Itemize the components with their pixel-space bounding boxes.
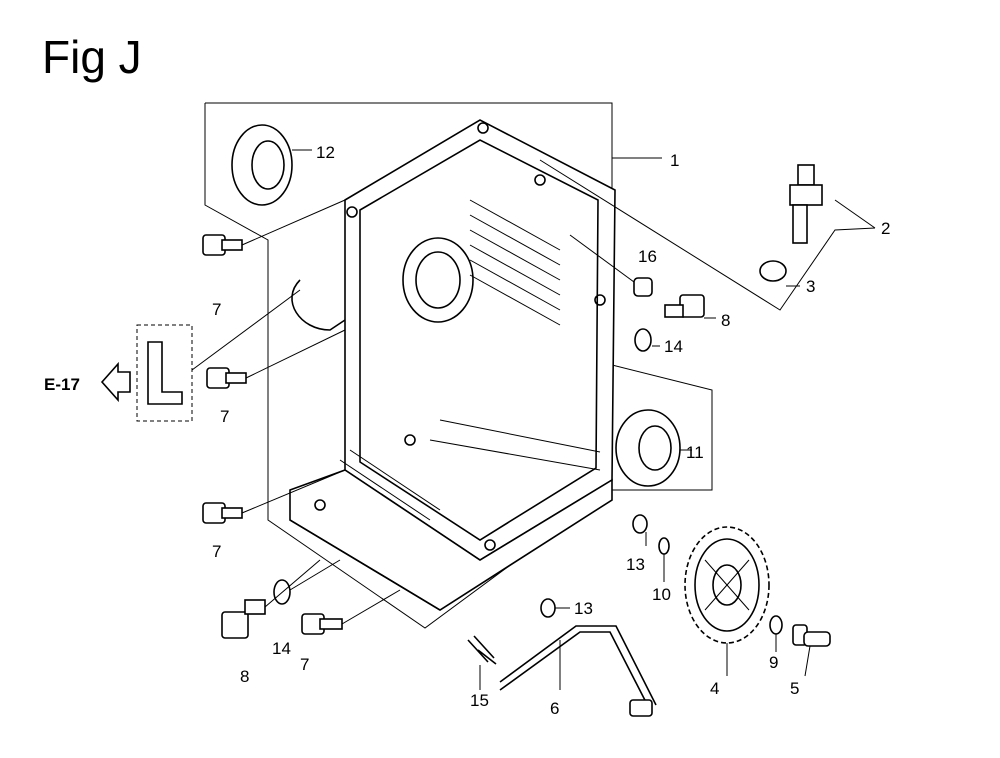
callout-5: 5 <box>790 679 799 698</box>
bolt-7-d <box>301 613 343 635</box>
washer-9 <box>769 615 783 635</box>
e17-reference-part <box>136 324 193 422</box>
callout-7-a: 7 <box>212 300 221 319</box>
callout-15: 15 <box>470 691 489 710</box>
figure-title: Fig J <box>42 31 142 83</box>
clip-15 <box>467 635 497 665</box>
callout-6: 6 <box>550 699 559 718</box>
e17-arrow-icon <box>100 361 131 403</box>
callout-labels: 1 2 3 4 5 6 7 7 7 7 8 8 9 10 11 12 13 13… <box>44 143 890 718</box>
governor-arm-6 <box>499 625 657 717</box>
callout-14-lower: 14 <box>272 639 291 658</box>
callout-2: 2 <box>881 219 890 238</box>
e17-reference-label: E-17 <box>44 375 80 394</box>
callout-13-upper: 13 <box>626 555 645 574</box>
oil-seal-12 <box>231 124 293 206</box>
part-2 <box>789 164 823 244</box>
callout-3: 3 <box>806 277 815 296</box>
bolt-7-a <box>202 234 243 256</box>
callout-4: 4 <box>710 679 719 698</box>
pin-5 <box>792 624 831 647</box>
callout-13-lower: 13 <box>574 599 593 618</box>
callout-7-c: 7 <box>212 542 221 561</box>
callout-1: 1 <box>670 151 679 170</box>
dowel-pin-16 <box>633 277 653 297</box>
bearing-11 <box>615 409 681 487</box>
leader-lines <box>191 149 876 690</box>
callout-12: 12 <box>316 143 335 162</box>
callout-7-d: 7 <box>300 655 309 674</box>
bolt-7-c <box>202 502 243 524</box>
bolt-7-b <box>206 367 247 389</box>
washer-13-lower <box>540 598 556 618</box>
callout-9: 9 <box>769 653 778 672</box>
bolt-8-upper <box>664 294 705 318</box>
callout-11: 11 <box>686 443 704 462</box>
washer-13-upper <box>632 514 648 534</box>
washer-14-right <box>634 328 652 352</box>
bolt-8-lower <box>221 599 266 639</box>
callout-8-lower: 8 <box>240 667 249 686</box>
gear-4 <box>684 526 770 644</box>
callout-14-right: 14 <box>664 337 683 356</box>
crankcase-body <box>289 119 616 611</box>
callout-7-b: 7 <box>220 407 229 426</box>
callout-16: 16 <box>638 247 657 266</box>
callout-10: 10 <box>652 585 671 604</box>
callout-8-upper: 8 <box>721 311 730 330</box>
washer-10 <box>658 537 670 555</box>
washer-3 <box>759 260 787 282</box>
